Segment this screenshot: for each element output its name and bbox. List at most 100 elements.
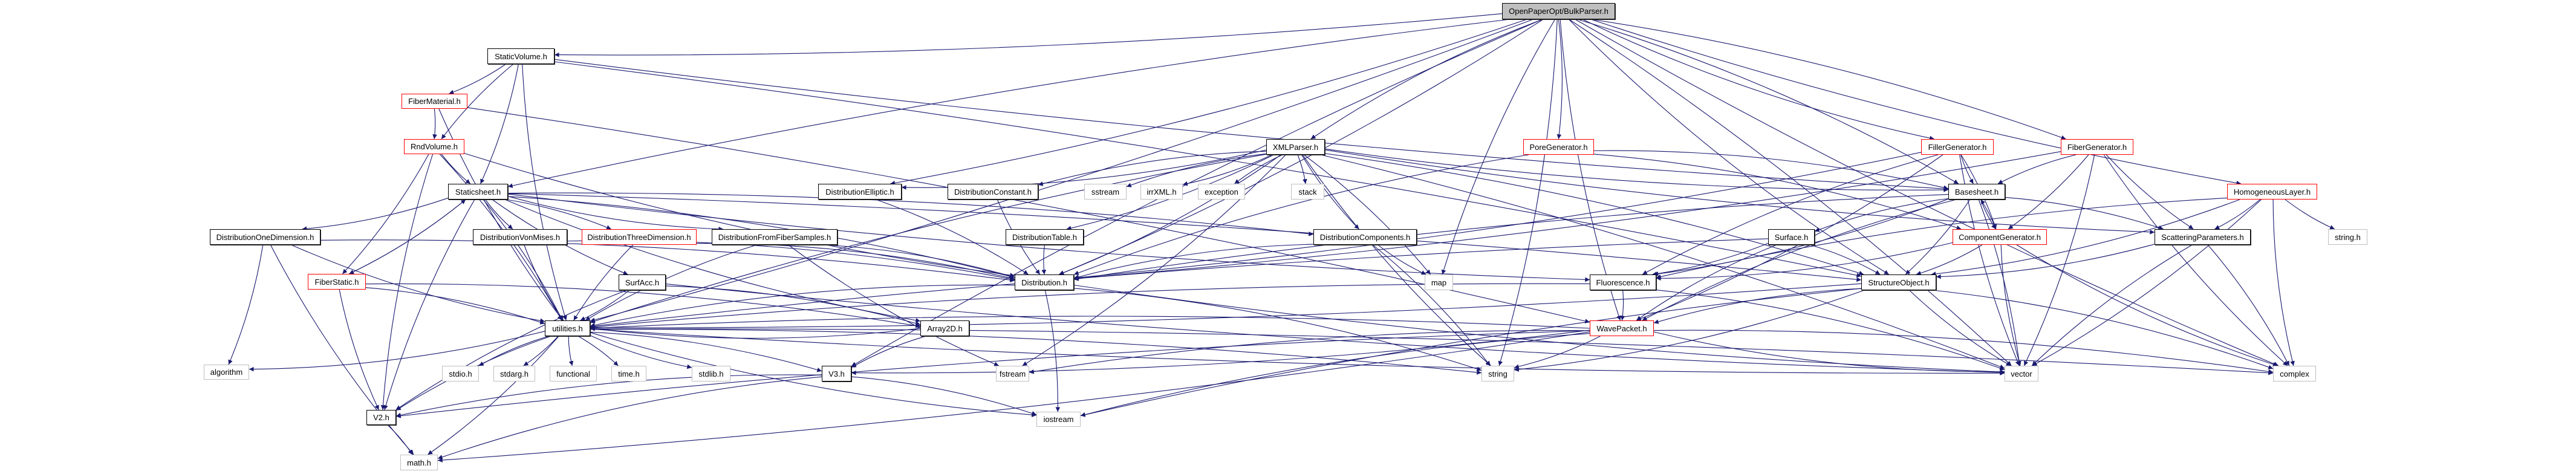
node-label: functional [556,369,590,378]
edge-DistributionFromFiberSamples-to-fstream [788,244,1000,366]
node-surface[interactable]: Surface.h [1768,229,1815,245]
node-array2d[interactable]: Array2D.h [920,320,969,336]
edge-root-to-StaticVolume [554,13,1503,57]
node-fillergenerator[interactable]: FillerGenerator.h [1921,139,1994,155]
edge-utilities-to-stdarg [523,336,559,366]
edge-utilities-to-iostream [590,332,1037,417]
node-wavepacket[interactable]: WavePacket.h [1590,320,1654,336]
edge-XMLParser-to-utilities [590,154,1267,323]
edge-FiberGenerator-to-complex [2103,154,2288,366]
node-distributionthreedimension[interactable]: DistributionThreeDimension.h [582,229,697,245]
node-label: WavePacket.h [1596,323,1647,333]
edge-utilities-to-stdlib [590,335,692,369]
edge-XMLParser-to-string [1302,154,1491,366]
edge-HomogeneousLayer-to-ScatteringParameters [2214,199,2260,230]
edge-DistributionFromFiberSamples-to-utilities [585,244,757,321]
node-label: V2.h [373,413,389,422]
edge-WavePacket-to-math [437,331,1590,463]
edge-XMLParser-to-vector [1320,154,2005,369]
node-label: V3.h [828,369,845,378]
edge-XMLParser-to-map [1303,154,1431,275]
node-surfacc[interactable]: SurfAcc.h [619,274,666,290]
edge-FillerGenerator-to-Distribution [1073,152,1922,280]
node-distributiontable[interactable]: DistributionTable.h [1006,229,1084,245]
node-label: stdarg.h [500,369,529,378]
edge-Array2D-to-V3 [851,336,926,368]
node-label: exception [1205,187,1238,196]
edge-XMLParser-to-Distribution [1058,154,1281,275]
node-label: FiberMaterial.h [408,97,461,106]
edge-root-to-string [1498,19,1558,366]
node-label: PoreGenerator.h [1529,142,1588,152]
node-fiberstatic[interactable]: FiberStatic.h [308,274,366,290]
node-rndvolume[interactable]: RndVolume.h [404,139,464,154]
node-label: sstream [1091,187,1120,196]
node-label: StaticVolume.h [495,51,547,61]
edge-FiberMaterial-to-WavePacket [467,107,1590,323]
edge-StructureObject-to-WavePacket [1653,288,1862,324]
node-componentgenerator[interactable]: ComponentGenerator.h [1953,229,2047,245]
edge-utilities-to-complex [590,328,2274,375]
node-distributionvonmises[interactable]: DistributionVonMises.h [473,229,567,245]
edge-StaticVolume-to-StructureObject [554,61,1862,278]
node-complex: complex [2273,366,2316,381]
edge-DistributionThreeDimension-to-utilities [573,244,634,321]
node-distributionelliptic[interactable]: DistributionElliptic.h [818,184,902,200]
node-structureobject[interactable]: StructureObject.h [1861,274,1936,290]
edge-utilities-to-functional [568,336,574,366]
edge-FiberGenerator-to-Distribution [1073,151,2061,281]
edge-Basesheet-to-vector [1978,199,2021,366]
node-distributioncomponents[interactable]: DistributionComponents.h [1313,229,1417,245]
node-v2[interactable]: V2.h [366,410,396,425]
edge-FiberGenerator-to-vector [2023,154,2095,366]
node-distribution[interactable]: Distribution.h [1015,274,1074,290]
edge-DistributionOneDimension-to-Distribution [320,239,1015,282]
node-label: algorithm [210,368,243,377]
node-poregenerator[interactable]: PoreGenerator.h [1523,139,1594,155]
node-label: string.h [2335,232,2361,242]
node-staticvolume[interactable]: StaticVolume.h [487,48,555,64]
node-root[interactable]: OpenPaperOpt/BulkParser.h [1502,3,1615,19]
node-stdlib: stdlib.h [692,366,730,381]
node-xmlparser[interactable]: XMLParser.h [1266,139,1325,155]
edge-RndVolume-to-V2 [380,154,434,411]
node-fluorescence[interactable]: Fluorescence.h [1590,274,1656,290]
edge-RndVolume-to-Staticsheet [441,154,471,184]
node-label: irrXML.h [1147,187,1177,196]
node-algorithm: algorithm [204,365,249,380]
edge-StructureObject-to-vector [1909,290,2011,366]
edge-SurfAcc-to-V2 [395,290,628,411]
node-basesheet[interactable]: Basesheet.h [1948,184,2005,200]
edge-V3-to-math [437,376,822,459]
edge-XMLParser-to-Basesheet [1324,148,1949,192]
edge-root-to-DistributionElliptic [890,19,1527,186]
node-scatteringparameters[interactable]: ScatteringParameters.h [2155,229,2251,245]
edge-ScatteringParameters-to-StructureObject [1936,244,2155,279]
node-staticsheet[interactable]: Staticsheet.h [448,184,508,200]
node-label: DistributionVonMises.h [480,232,561,242]
node-distributionconstant[interactable]: DistributionConstant.h [948,184,1038,200]
node-distributionfromfibersamples[interactable]: DistributionFromFiberSamples.h [712,229,838,245]
edge-Surface-to-WavePacket [1636,244,1777,321]
node-fibermaterial[interactable]: FiberMaterial.h [402,94,467,109]
edge-root-to-Staticsheet [507,19,1510,188]
edge-DistributionVonMises-to-utilities [524,244,564,321]
edge-utilities-to-time [577,336,619,366]
node-label: DistributionTable.h [1012,232,1077,242]
node-fibergenerator[interactable]: FiberGenerator.h [2061,139,2133,155]
node-distributiononedimension[interactable]: DistributionOneDimension.h [210,229,320,245]
node-map: map [1425,274,1453,290]
node-utilities[interactable]: utilities.h [545,320,590,336]
node-stack: stack [1291,184,1324,200]
edge-Distribution-to-iostream [1044,290,1061,412]
edge-XMLParser-to-sstream [1126,153,1267,187]
edge-Staticsheet-to-StructureObject [507,193,1862,282]
node-homogeneouslayer[interactable]: HomogeneousLayer.h [2227,184,2317,200]
node-v3[interactable]: V3.h [822,366,851,381]
edge-XMLParser-to-DistributionConstant [1038,151,1267,186]
node-functional: functional [550,366,597,381]
edge-FillerGenerator-to-WavePacket [1636,154,1943,321]
edge-WavePacket-to-fstream [1029,330,1590,374]
